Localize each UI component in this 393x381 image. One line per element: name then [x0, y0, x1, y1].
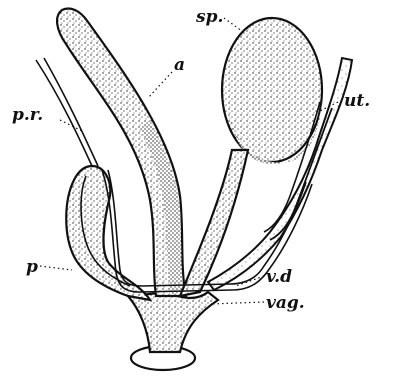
leader-a [148, 72, 172, 98]
label-vd: v.d [266, 267, 292, 287]
leader-vag [210, 302, 264, 304]
vagina-trunk [128, 292, 218, 352]
spermatheca [222, 18, 322, 162]
label-p: p [26, 257, 38, 277]
leader-sp [224, 18, 246, 34]
label-ut: ut. [344, 91, 370, 111]
label-a: a [174, 55, 185, 75]
leader-pr [60, 120, 84, 132]
leader-p [40, 266, 72, 270]
penis-retractor [36, 60, 92, 166]
label-vag: vag. [266, 293, 305, 313]
label-sp: sp. [195, 7, 223, 27]
label-pr: p.r. [12, 105, 43, 125]
penis-organ [66, 166, 150, 300]
